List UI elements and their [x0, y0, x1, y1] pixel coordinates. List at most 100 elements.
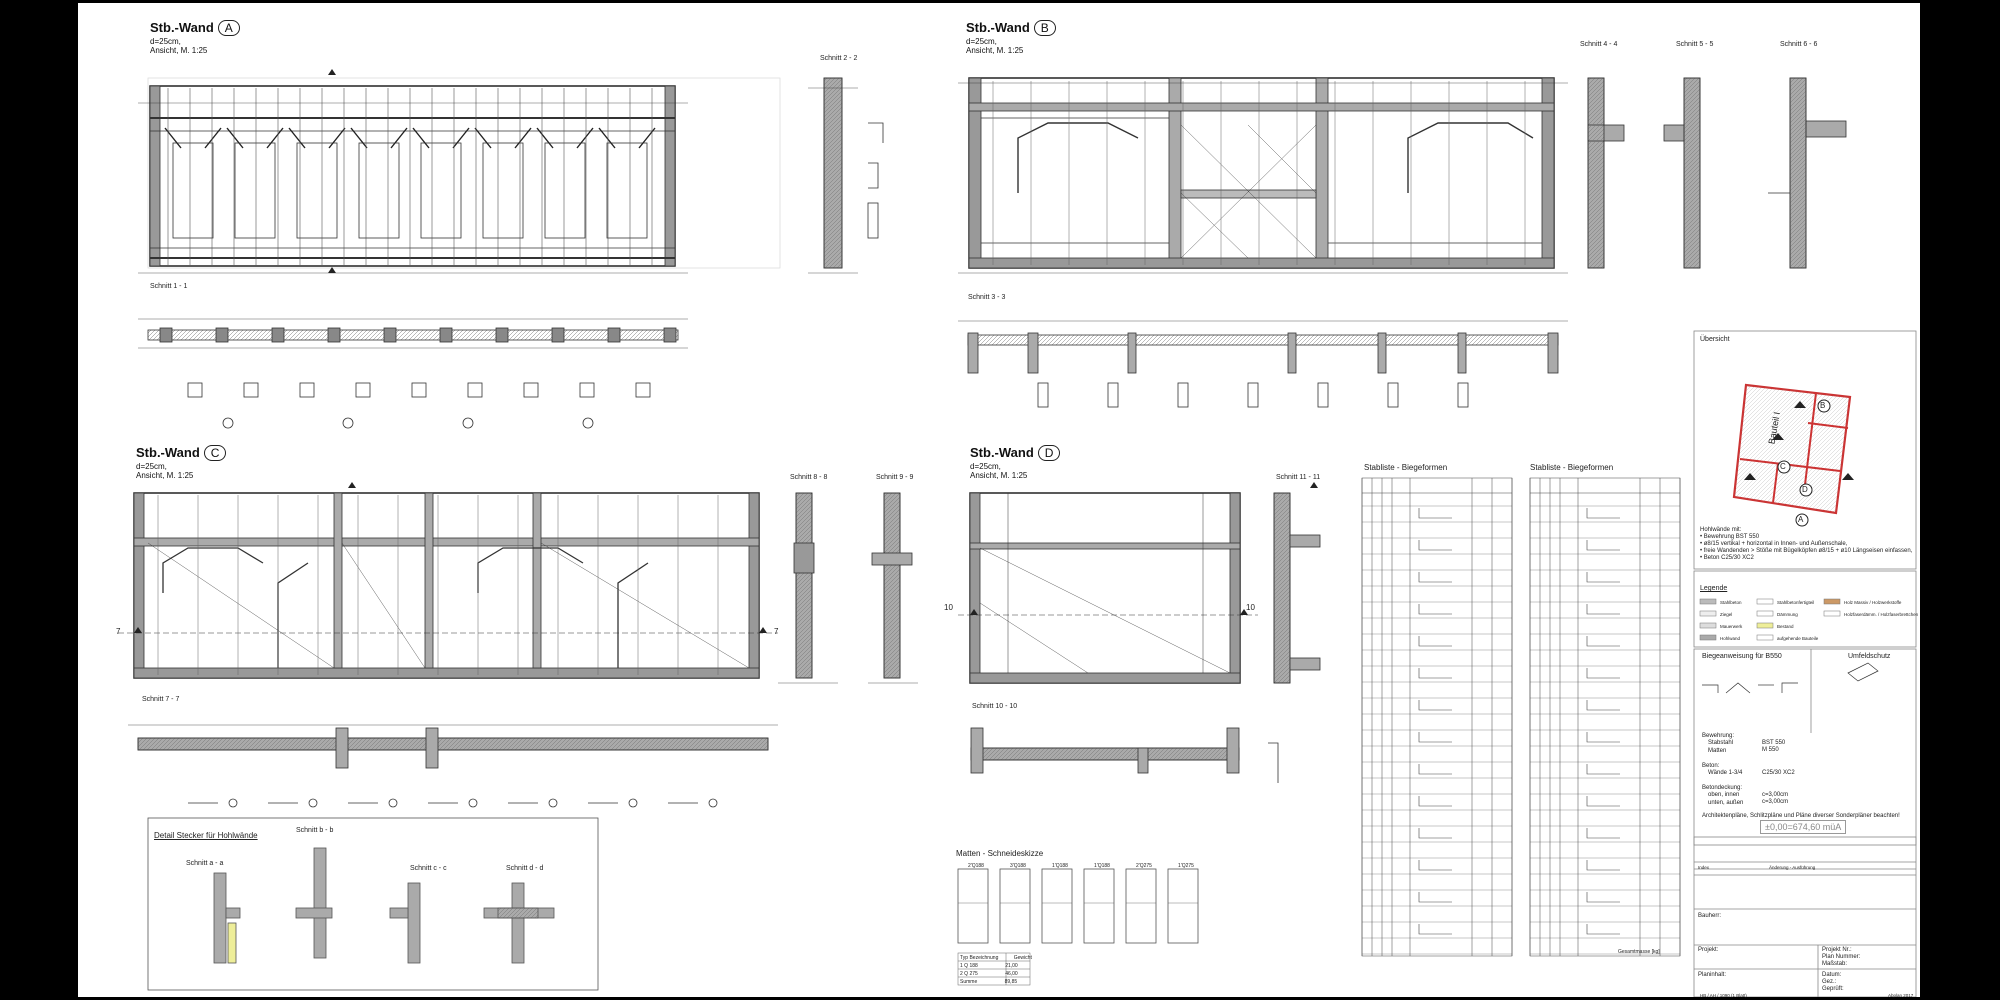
stirrup-shape: [1387, 382, 1399, 408]
right-panel-frame: [1693, 330, 1917, 997]
hollow-wall-detail-box: [147, 817, 599, 991]
mesh-table-text: Typ Bezeichnung Gewicht 1 Q 188 21,00 2 …: [960, 955, 1032, 985]
stirrup-shape: [187, 382, 203, 398]
mesh-label-6: 1'Q275: [1178, 863, 1194, 869]
wall-a-opening: [482, 142, 524, 239]
bending-shape: [1418, 924, 1452, 935]
diagonal-bar: [266, 127, 284, 149]
titleblock-right-fields: Projekt Nr.: Plan Nummer: Maßstab:: [1822, 947, 1861, 967]
titleblock-planinhalt: Planinhalt:: [1698, 972, 1727, 978]
bar-callout: [468, 798, 478, 808]
section-pier: [215, 327, 229, 343]
section-cut-marker: [970, 609, 978, 615]
diagonal-bar: [204, 127, 222, 149]
steel-list-2-grid: [1529, 477, 1681, 957]
bar-callout: [708, 798, 718, 808]
bending-shape: [1418, 508, 1452, 519]
section-pier: [607, 327, 621, 343]
bar-callout: [582, 417, 594, 429]
stirrup-shape: [1107, 382, 1119, 408]
drawing-canvas: [118, 69, 1917, 997]
wall-a-opening: [296, 142, 338, 239]
titleblock-projekt: Projekt:: [1698, 947, 1719, 953]
mesh-panel: [1167, 868, 1199, 944]
bending-title: Biegeanweisung für B550: [1702, 653, 1782, 660]
bending-shape: [1418, 892, 1452, 903]
section-4-4: [1587, 77, 1625, 269]
section-cut-marker: [1310, 482, 1318, 488]
titleblock-footer-left: HB / AH / 1090 (1 Blatt): [1700, 993, 1747, 998]
diagonal-bar: [474, 127, 492, 149]
overview-plan: [1732, 383, 1854, 527]
steel-list-2-title: Stabliste - Biegeformen: [1530, 463, 1614, 472]
bending-shape: [1586, 636, 1620, 647]
diagonal-bar: [288, 127, 306, 149]
section-3-3-label: Schnitt 3 - 3: [968, 294, 1006, 301]
section-pier: [439, 327, 453, 343]
section-8-8-label: Schnitt 8 - 8: [790, 474, 828, 481]
section-c-c-label: Schnitt c - c: [410, 865, 447, 872]
section-cut-marker: [348, 482, 356, 488]
section-cut-marker: [328, 267, 336, 273]
bending-shape: [1586, 604, 1620, 615]
stirrup-shape: [1177, 382, 1189, 408]
section-5-5-label: Schnitt 5 - 5: [1676, 41, 1714, 48]
wall-a-section-1-1: [138, 318, 688, 429]
section-8-8: [778, 492, 838, 684]
bending-shape: [1418, 604, 1452, 615]
diagonal-bar: [514, 127, 532, 149]
stirrup-shape: [1317, 382, 1329, 408]
bar-callout: [388, 798, 398, 808]
legend-title: Legende: [1700, 585, 1728, 592]
section-pier: [551, 327, 565, 343]
section-pier: [159, 327, 173, 343]
mesh-label-4: 1'Q188: [1094, 863, 1110, 869]
section-pier: [327, 327, 341, 343]
bending-shape: [1586, 508, 1620, 519]
cut-marker-7-left: 7: [116, 627, 121, 636]
section-10-10-label: Schnitt 10 - 10: [972, 703, 1018, 710]
section-pier: [495, 327, 509, 343]
bar-callout: [628, 798, 638, 808]
section-9-9: [868, 492, 918, 684]
bending-shape: [1586, 796, 1620, 807]
bending-shape: [1418, 668, 1452, 679]
section-2-2-label: Schnitt 2 - 2: [820, 55, 858, 62]
bending-shape: [1418, 700, 1452, 711]
mesh-label-3: 1'Q188: [1052, 863, 1068, 869]
bending-shape: [1586, 732, 1620, 743]
bending-shape: [1586, 572, 1620, 583]
section-7-7-label: Schnitt 7 - 7: [142, 696, 180, 703]
mesh-panel: [1083, 868, 1115, 944]
cut-marker-10-left: 10: [944, 603, 953, 612]
stirrup-shape: [467, 382, 483, 398]
diagonal-bar: [412, 127, 430, 149]
section-2-2: [808, 77, 884, 274]
section-4-4-label: Schnitt 4 - 4: [1580, 41, 1618, 48]
stirrup-shape: [299, 382, 315, 398]
stirrup-shape: [523, 382, 539, 398]
bending-shape: [1418, 860, 1452, 871]
bar-callout: [308, 798, 318, 808]
diagonal-bar: [638, 127, 656, 149]
wall-a-opening: [420, 142, 462, 239]
section-6-6-label: Schnitt 6 - 6: [1780, 41, 1818, 48]
stirrup-shape: [1457, 382, 1469, 408]
section-pier: [383, 327, 397, 343]
bending-shape: [1418, 828, 1452, 839]
section-a-a-label: Schnitt a - a: [186, 860, 224, 867]
mesh-panel: [999, 868, 1031, 944]
steel-list-1-grid: [1361, 477, 1513, 957]
stirrup-shape: [635, 382, 651, 398]
bar-callout: [222, 417, 234, 429]
bar-callout: [462, 417, 474, 429]
wall-b-section-3-3: [958, 320, 1568, 408]
mesh-label-1: 2'Q188: [968, 863, 984, 869]
diagonal-bar: [576, 127, 594, 149]
mesh-label-2: 3'Q188: [1010, 863, 1026, 869]
